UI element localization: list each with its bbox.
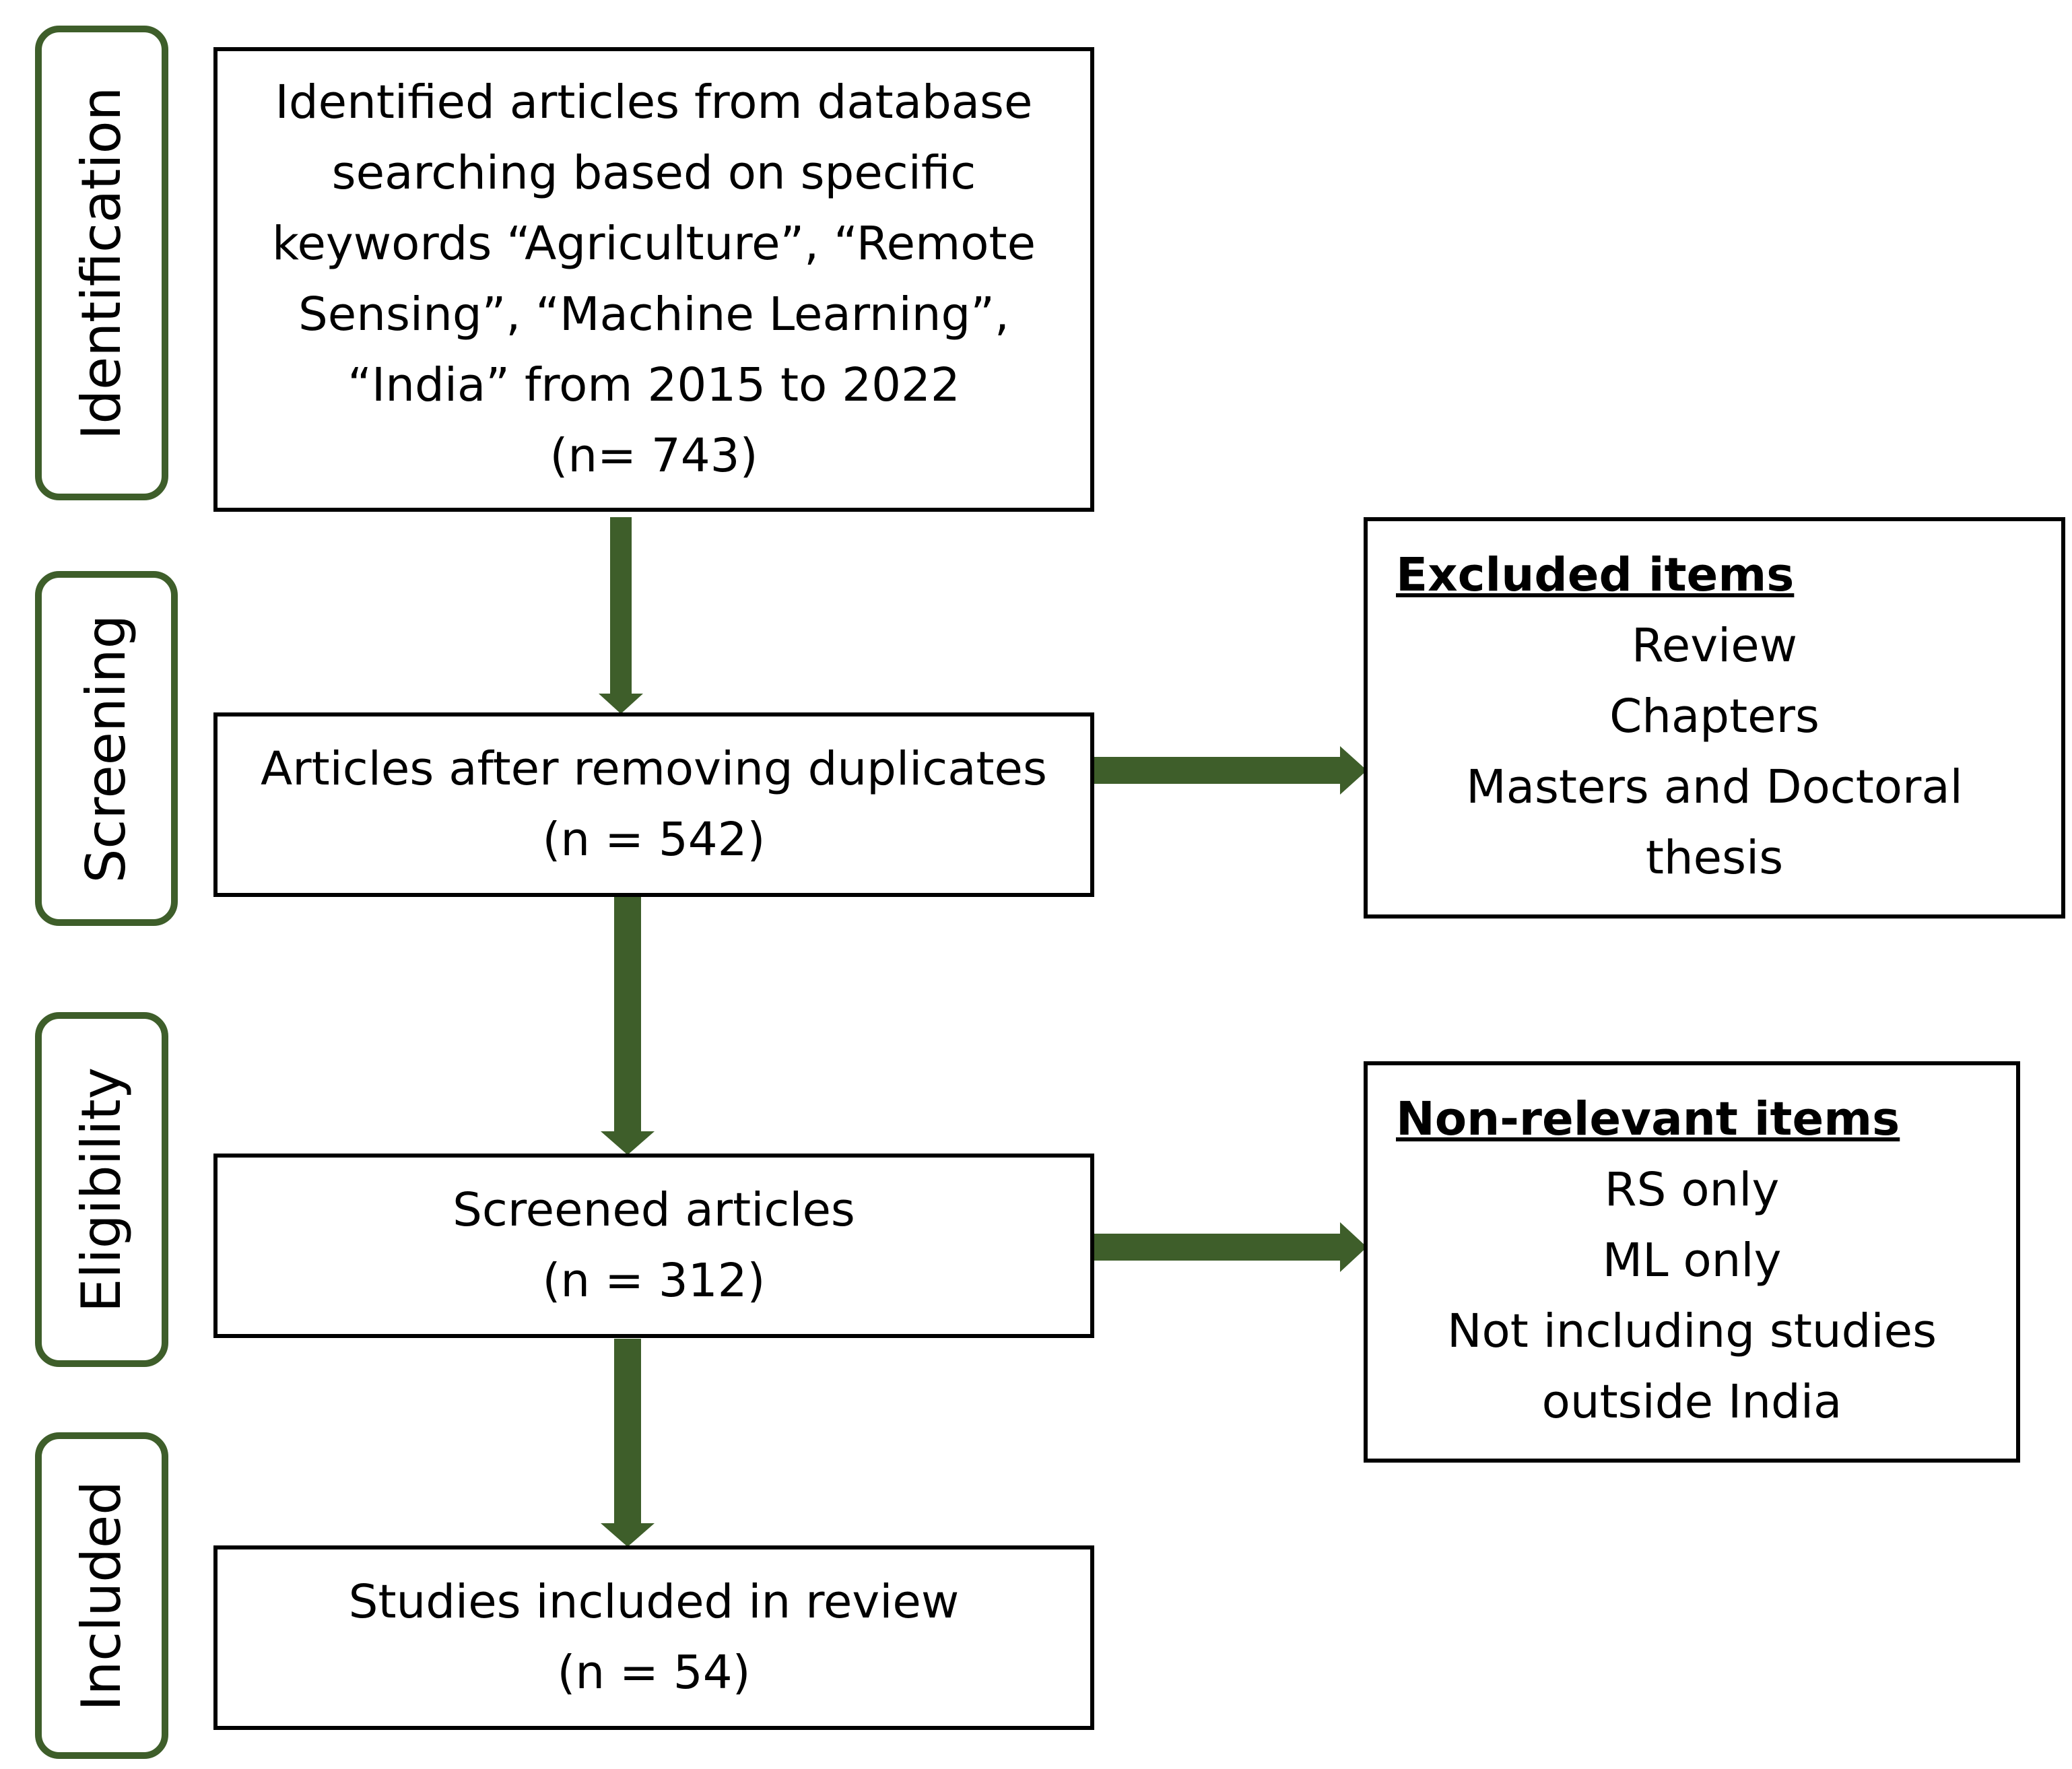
excluded-item: Review — [1631, 619, 1798, 673]
box-text-line: searching based on specific — [331, 146, 976, 200]
box-articles-after-deduplication: Articles after removing duplicates (n = … — [213, 712, 1094, 897]
box-text-line: keywords “Agriculture”, “Remote — [271, 217, 1036, 271]
arrow-identified-to-deduplicated — [599, 517, 643, 714]
box-screened-articles: Screened articles (n = 312) — [213, 1154, 1094, 1338]
box-text-line: Screened articles — [453, 1183, 855, 1237]
box-identified-articles: Identified articles from database search… — [213, 47, 1094, 512]
box-text-line: Sensing”, “Machine Learning”, — [298, 288, 1009, 341]
box-text-line: Studies included in review — [348, 1575, 960, 1629]
excluded-item: Chapters — [1609, 690, 1819, 743]
stage-identification: Identification — [35, 26, 168, 500]
non-relevant-list: RS only ML only Not including studies ou… — [1368, 1155, 2016, 1438]
box-non-relevant-items: Non-relevant items RS only ML only Not i… — [1364, 1061, 2020, 1463]
excluded-list: Review Chapters Masters and Doctoral the… — [1368, 611, 2061, 894]
box-count: (n = 312) — [542, 1254, 766, 1308]
box-count: (n = 54) — [557, 1646, 751, 1700]
box-text-line: Articles after removing duplicates — [261, 742, 1047, 796]
arrow-deduplicated-to-screened — [601, 894, 655, 1155]
box-excluded-items: Excluded items Review Chapters Masters a… — [1364, 517, 2065, 919]
excluded-item: Masters and Doctoral — [1466, 760, 1963, 814]
stage-included: Included — [35, 1432, 168, 1759]
non-relevant-item: RS only — [1604, 1163, 1780, 1217]
box-studies-included: Studies included in review (n = 54) — [213, 1545, 1094, 1730]
box-text-line: Identified articles from database — [275, 75, 1033, 129]
excluded-item: thesis — [1645, 831, 1784, 885]
stage-screening: Screening — [35, 571, 178, 926]
non-relevant-item: outside India — [1541, 1375, 1842, 1429]
non-relevant-heading: Non-relevant items — [1396, 1092, 1900, 1146]
arrow-screened-to-included — [601, 1339, 655, 1547]
non-relevant-item: Not including studies — [1446, 1304, 1937, 1358]
excluded-heading: Excluded items — [1396, 548, 1795, 602]
box-text-line: “India” from 2015 to 2022 — [347, 358, 960, 412]
arrow-screened-to-non-relevant — [1092, 1222, 1367, 1272]
arrow-deduplicated-to-excluded — [1092, 746, 1367, 795]
non-relevant-item: ML only — [1602, 1234, 1782, 1288]
stage-eligibility: Eligibility — [35, 1012, 168, 1367]
box-count: (n = 542) — [542, 813, 766, 867]
box-count: (n= 743) — [549, 429, 758, 483]
